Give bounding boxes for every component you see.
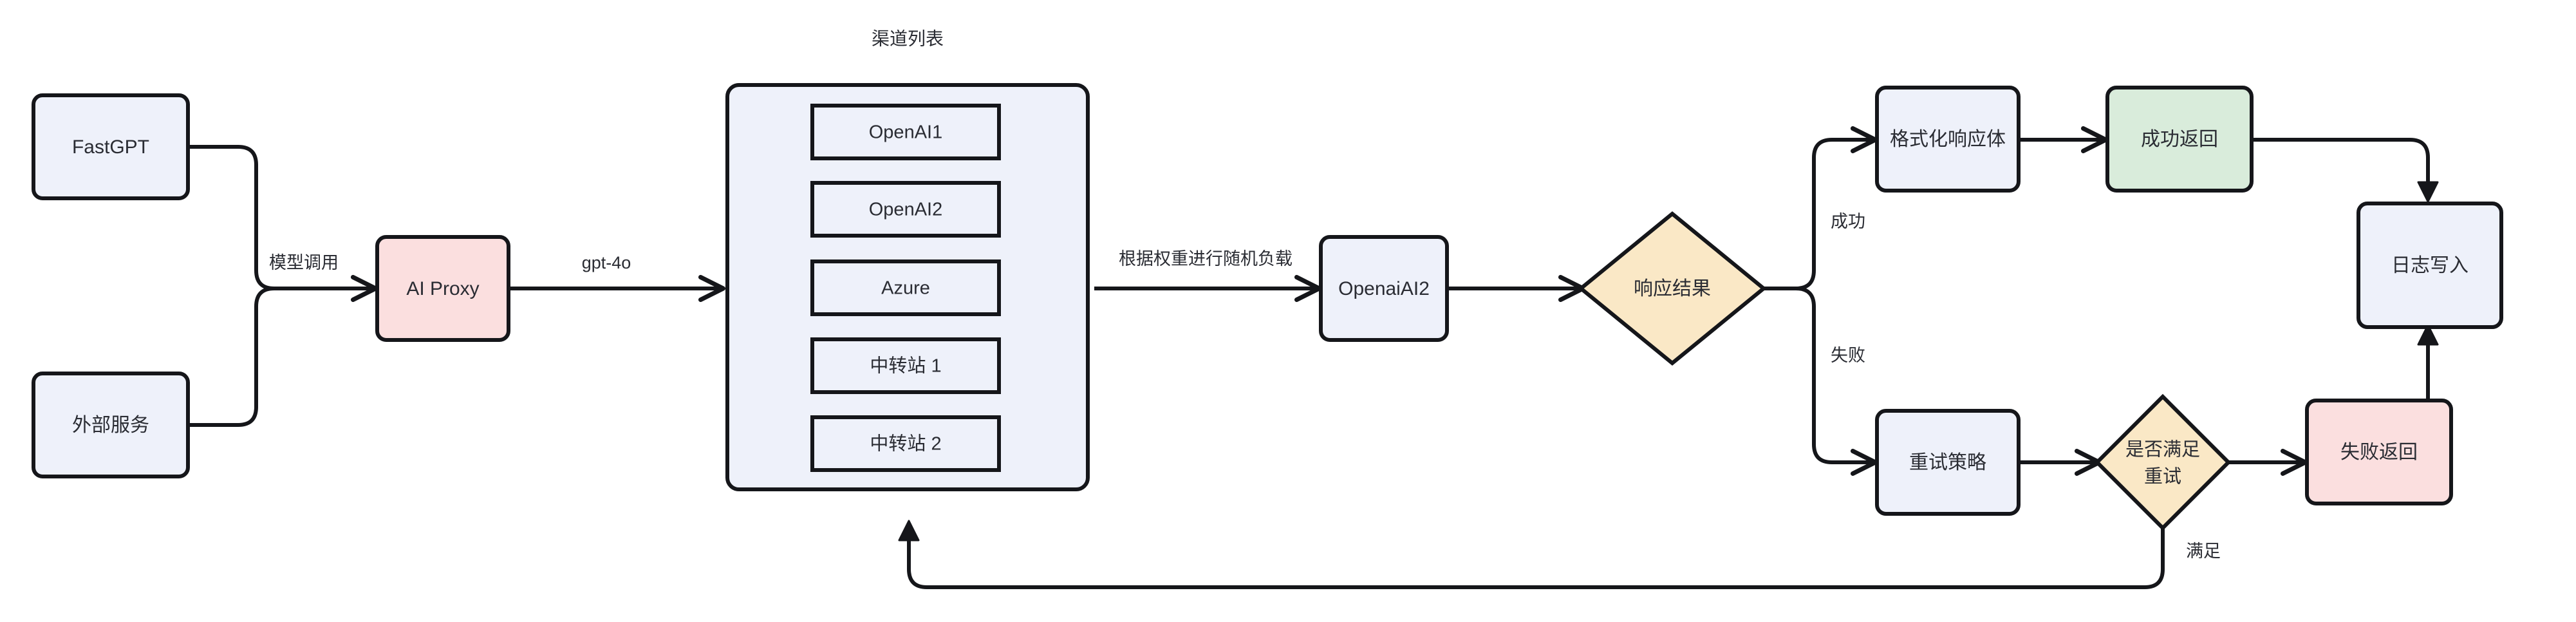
openai-ai2-box[interactable] — [1319, 235, 1449, 342]
log-write-box[interactable] — [2357, 202, 2503, 329]
edge-responseresult-to-retry — [1764, 287, 1878, 476]
retry-policy-label: 重试策略 — [1909, 452, 1986, 473]
fastgpt-label: FastGPT — [72, 137, 149, 158]
retry-decision-label-line1: 是否满足 — [2125, 439, 2200, 460]
node-fastgpt[interactable]: FastGPT — [32, 93, 190, 200]
node-external-service[interactable]: 外部服务 — [32, 372, 190, 478]
node-openai-ai2[interactable]: OpenaiAI2 — [1319, 235, 1449, 342]
fastgpt-box[interactable] — [32, 93, 190, 200]
external-service-box[interactable] — [32, 372, 190, 478]
node-log-write[interactable]: 日志写入 — [2357, 202, 2503, 329]
edge-label-failure: 失败 — [1831, 346, 1865, 365]
channel-item-relay1[interactable]: 中转站 1 — [810, 337, 1001, 394]
channel-item-azure-label: Azure — [881, 278, 930, 299]
edge-label-success: 成功 — [1831, 212, 1865, 231]
node-failure-return[interactable]: 失败返回 — [2305, 399, 2453, 505]
failure-return-box[interactable] — [2305, 399, 2453, 505]
format-response-box[interactable] — [1875, 86, 2021, 193]
retry-decision-label-line2: 重试 — [2144, 466, 2181, 487]
failure-return-label: 失败返回 — [2340, 442, 2418, 463]
edge-successreturn-to-logwrite — [2252, 138, 2439, 203]
edge-label-gpt-4o: gpt-4o — [582, 253, 631, 272]
channel-item-openai2-box[interactable] — [810, 181, 1001, 238]
channel-list-title: 渠道列表 — [872, 28, 944, 48]
channel-item-azure[interactable]: Azure — [810, 259, 1001, 316]
node-channel-list[interactable]: OpenAI1 OpenAI2 Azure 中转站 1 中转站 2 — [725, 83, 1090, 491]
channel-item-relay2[interactable]: 中转站 2 — [810, 415, 1001, 472]
edge-retrydecision-loopback-to-channellist — [898, 520, 2165, 589]
channel-item-azure-box[interactable] — [810, 259, 1001, 316]
log-write-label: 日志写入 — [2391, 255, 2469, 276]
node-ai-proxy[interactable]: AI Proxy — [375, 235, 510, 342]
external-service-label: 外部服务 — [72, 415, 149, 436]
node-retry-decision[interactable]: 是否满足 重试 — [2094, 393, 2232, 531]
channel-item-openai1-label: OpenAI1 — [869, 122, 942, 143]
node-retry-policy[interactable]: 重试策略 — [1875, 409, 2021, 516]
response-result-diamond[interactable] — [1578, 211, 1767, 366]
ai-proxy-box[interactable] — [375, 235, 510, 342]
openai-ai2-label: OpenaiAI2 — [1338, 278, 1430, 299]
ai-proxy-label: AI Proxy — [406, 278, 479, 299]
edge-label-model-call: 模型调用 — [269, 253, 339, 272]
node-response-result[interactable]: 响应结果 — [1578, 211, 1767, 366]
channel-item-openai1[interactable]: OpenAI1 — [810, 104, 1001, 160]
success-return-label: 成功返回 — [2141, 129, 2218, 150]
retry-decision-diamond[interactable] — [2094, 393, 2232, 531]
channel-item-openai2-label: OpenAI2 — [869, 200, 942, 220]
format-response-label: 格式化响应体 — [1890, 129, 2006, 150]
edge-label-weighted-random-load: 根据权重进行随机负载 — [1119, 249, 1293, 269]
channel-item-openai1-box[interactable] — [810, 104, 1001, 160]
channel-item-relay1-label: 中转站 1 — [870, 355, 941, 377]
channel-item-relay2-label: 中转站 2 — [870, 433, 941, 455]
channel-item-openai2[interactable]: OpenAI2 — [810, 181, 1001, 238]
channel-item-relay2-box[interactable] — [810, 415, 1001, 472]
response-result-label: 响应结果 — [1634, 278, 1711, 299]
edge-label-satisfied: 满足 — [2186, 542, 2221, 561]
success-return-box[interactable] — [2105, 86, 2254, 193]
edge-external-to-aiproxy — [188, 287, 373, 427]
channel-item-relay1-box[interactable] — [810, 337, 1001, 394]
node-format-response[interactable]: 格式化响应体 — [1875, 86, 2021, 193]
retry-policy-box[interactable] — [1875, 409, 2021, 516]
node-success-return[interactable]: 成功返回 — [2105, 86, 2254, 193]
